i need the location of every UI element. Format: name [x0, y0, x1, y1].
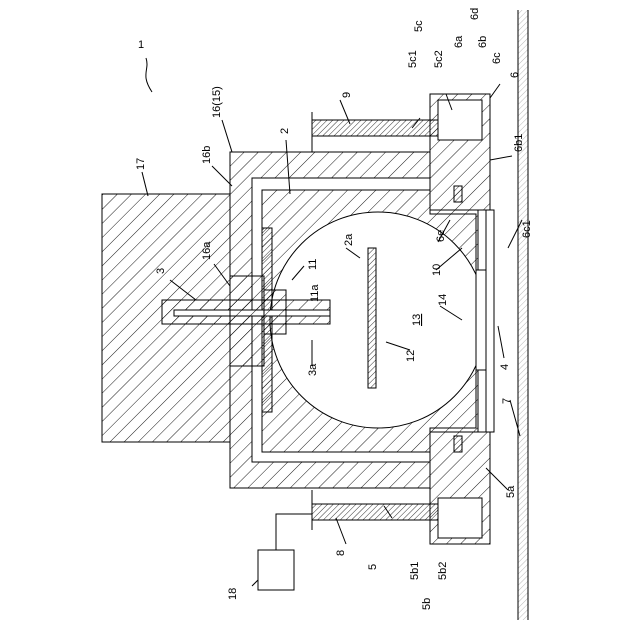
label-5b: 5b: [421, 598, 433, 610]
label-5a: 5a: [505, 485, 517, 498]
flange-6: [430, 94, 490, 210]
label-3a: 3a: [307, 363, 319, 376]
label-2: 2: [279, 128, 291, 134]
window-14: [476, 270, 486, 370]
label-16b: 16b: [201, 146, 213, 164]
flange-5: [430, 432, 490, 544]
label-5b1: 5b1: [409, 562, 421, 580]
label-5c2: 5c2: [433, 50, 445, 68]
label-14: 14: [437, 294, 449, 306]
pipe-8: [312, 490, 438, 530]
stage-7: [518, 10, 528, 620]
label-10: 10: [431, 264, 443, 276]
label-6a: 6a: [453, 35, 465, 48]
label-7: 7: [501, 398, 513, 404]
label-18: 18: [227, 588, 239, 600]
label-9: 9: [341, 92, 353, 98]
label-6c: 6c: [491, 52, 503, 64]
label-16a: 16a: [201, 241, 213, 260]
label-6c1: 6c1: [521, 220, 533, 238]
label-4: 4: [499, 364, 511, 370]
label-6b: 6b: [477, 36, 489, 48]
label-5: 5: [367, 564, 379, 570]
label-11a: 11a: [309, 284, 321, 302]
label-6e: 6e: [435, 230, 447, 242]
controller-18: [258, 514, 312, 590]
label-17: 17: [135, 158, 147, 170]
label-6b1: 6b1: [513, 134, 525, 152]
label-5c: 5c: [413, 20, 425, 32]
label-5c1: 5c1: [407, 50, 419, 68]
label-3: 3: [155, 268, 167, 274]
label-6: 6: [509, 72, 521, 78]
label-8: 8: [335, 550, 347, 556]
label-12: 12: [405, 350, 417, 362]
substrate-12: [368, 248, 376, 388]
pipe-9: [312, 112, 438, 152]
label-16-15: 16(15): [211, 86, 223, 118]
label-1: 1: [138, 39, 144, 51]
label-5b2: 5b2: [437, 562, 449, 580]
label-11: 11: [307, 259, 319, 270]
label-13: 13: [411, 314, 423, 326]
cover-4: [486, 210, 494, 432]
label-2a: 2a: [343, 233, 355, 246]
label-6d: 6d: [469, 8, 481, 20]
